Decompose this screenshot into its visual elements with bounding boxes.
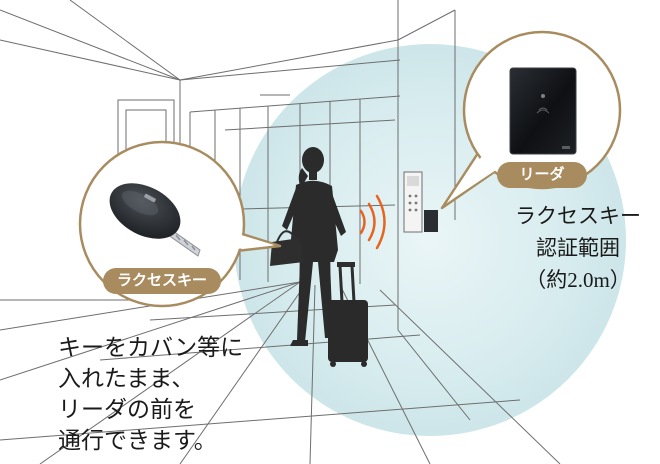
range-label: ラクセスキー 認証範囲 （約2.0m） xyxy=(498,200,658,296)
reader-label: リーダ xyxy=(519,166,565,183)
usage-note-line: 通行できます。 xyxy=(58,428,217,453)
wall-reader xyxy=(424,210,438,232)
card-reader-icon xyxy=(509,67,577,155)
corridor-lines xyxy=(0,0,561,464)
key-fob-icon xyxy=(109,183,201,257)
person-silhouette xyxy=(282,147,346,346)
usage-note: キーをカバン等に 入れたまま、 リーダの前を 通行できます。 xyxy=(58,332,298,456)
usage-note-line: 入れたまま、 xyxy=(58,366,195,391)
usage-note-line: リーダの前を xyxy=(58,397,196,422)
key-label: ラクセスキー xyxy=(116,272,207,289)
suitcase xyxy=(328,262,368,367)
range-label-line: 認証範囲 xyxy=(536,236,620,260)
range-label-line: （約2.0m） xyxy=(525,268,631,292)
usage-note-line: キーをカバン等に xyxy=(58,335,244,360)
range-label-line: ラクセスキー xyxy=(515,204,641,228)
intercom-panel xyxy=(403,171,423,233)
signal-waves xyxy=(359,194,386,250)
